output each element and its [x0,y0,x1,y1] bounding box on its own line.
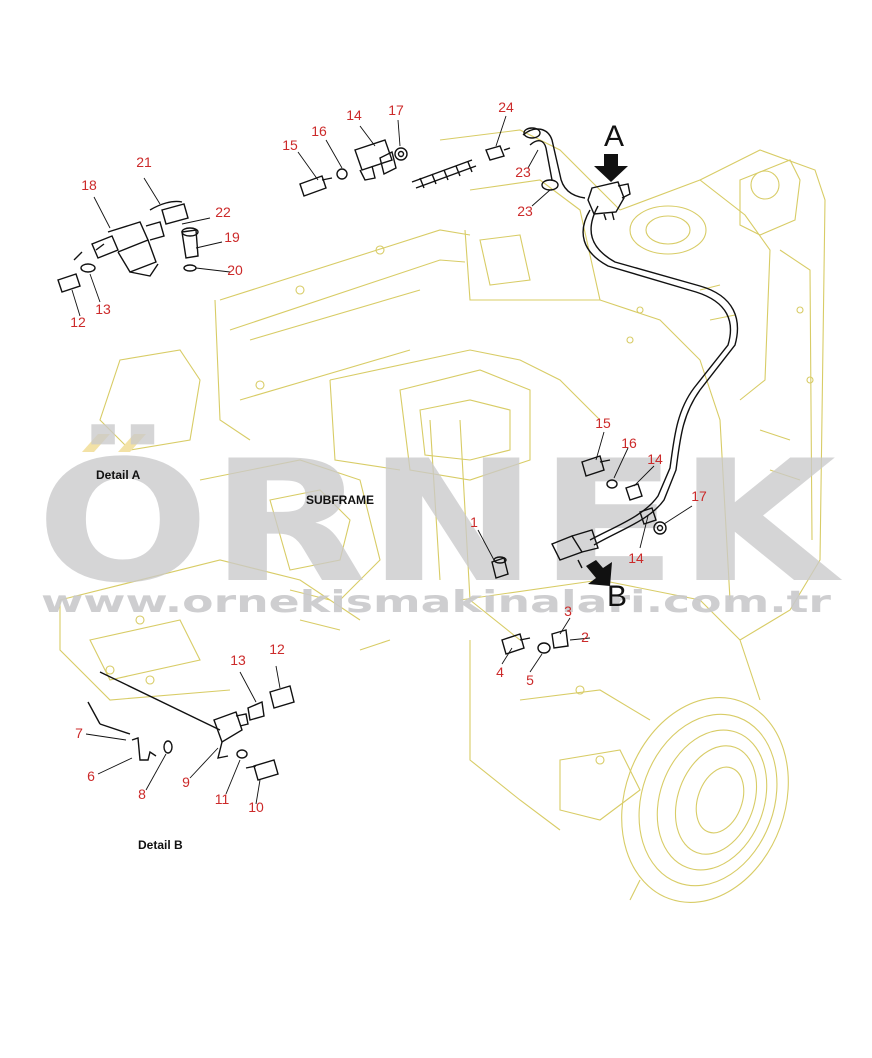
callout-8: 8 [138,786,146,802]
callout-15-top: 15 [282,137,298,153]
detail-b-caption: Detail B [138,838,183,852]
subframe-caption: SUBFRAME [306,493,374,507]
callout-17-top: 17 [388,102,404,118]
callout-24: 24 [498,99,514,115]
callout-6: 6 [87,768,95,784]
callout-19: 19 [224,229,240,245]
arrow-b: B [586,560,627,613]
callout-5: 5 [526,672,534,688]
watermark-url: www.ornekismakinalari.com.tr [41,585,831,620]
callout-21: 21 [136,154,152,170]
callout-10: 10 [248,799,264,815]
callout-7: 7 [75,725,83,741]
callout-16-top: 16 [311,123,327,139]
callout-12-detail-a: 12 [70,314,86,330]
callout-15-mid: 15 [595,415,611,431]
callout-14-lower: 14 [628,550,644,566]
callout-3: 3 [564,603,572,619]
callout-13-detail-b: 13 [230,652,246,668]
callout-14-mid: 14 [647,451,663,467]
callouts: 21 18 22 19 20 13 12 15 16 14 17 24 23 2… [70,99,707,815]
callout-12-detail-b: 12 [269,641,285,657]
arrow-a: A [594,120,628,182]
callout-16-mid: 16 [621,435,637,451]
callout-9: 9 [182,774,190,790]
captions: Detail A SUBFRAME Detail B [96,468,374,852]
main-hose [590,205,739,546]
callout-4: 4 [496,664,504,680]
callout-13-detail-a: 13 [95,301,111,317]
callout-22: 22 [215,204,231,220]
callout-1: 1 [470,514,478,530]
detail-a-caption: Detail A [96,468,141,482]
watermark-brand: ÖRNEK [36,424,843,620]
arrow-a-label: A [604,120,624,153]
watermark: ÖRNEK www.ornekismakinalari.com.tr [36,424,843,620]
callout-2: 2 [581,629,589,645]
callout-23-lower: 23 [517,203,533,219]
callout-17-mid: 17 [691,488,707,504]
watermark-accent-right [118,434,146,452]
callout-14-top: 14 [346,107,362,123]
callout-20: 20 [227,262,243,278]
callout-23-upper: 23 [515,164,531,180]
leader-lines [71,115,693,805]
callout-18: 18 [81,177,97,193]
watermark-accent-left [82,434,110,452]
machine-outline [59,129,826,903]
callout-11: 11 [215,791,230,807]
arrow-b-label: B [607,580,627,613]
